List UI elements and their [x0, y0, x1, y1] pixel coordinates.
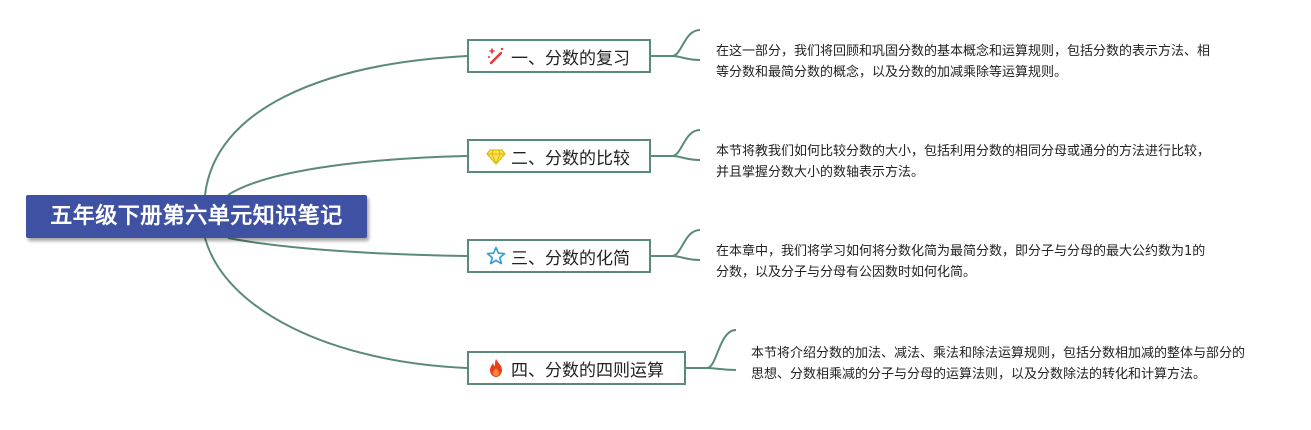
branch-1-description: 在这一部分，我们将回顾和巩固分数的基本概念和运算规则，包括分数的表示方法、相等分…	[716, 44, 1211, 80]
branch-2-to-desc	[651, 129, 701, 161]
branch-fraction-comparison[interactable]: 二、分数的比较	[467, 139, 651, 173]
branch-label: 三、分数的化简	[511, 248, 630, 269]
branch-4-description: 本节将介绍分数的加法、减法、乘法和除法运算规则，包括分数相加减的整体与部分的思想…	[751, 346, 1246, 382]
root-to-branch-3	[227, 237, 468, 257]
branch-2-description: 本节将教我们如何比较分数的大小，包括利用分数的相同分母或通分的方法进行比较，并且…	[716, 144, 1211, 180]
root-topic[interactable]: 五年级下册第六单元知识笔记	[26, 195, 367, 238]
branch-3-description: 在本章中，我们将学习如何将分数化简为最简分数，即分子与分母的最大公约数为1的分数…	[716, 244, 1206, 280]
fire-icon	[485, 357, 507, 379]
branch-label: 一、分数的复习	[511, 48, 630, 69]
magic-wand-icon	[485, 45, 507, 67]
branch-fraction-operations[interactable]: 四、分数的四则运算	[467, 351, 686, 385]
branch-4-to-desc	[686, 329, 737, 371]
star-icon	[485, 245, 507, 267]
branch-1-to-desc	[651, 29, 701, 61]
root-to-branch-1	[204, 55, 468, 196]
diamond-icon	[485, 145, 507, 167]
branch-fraction-simplification[interactable]: 三、分数的化简	[467, 239, 651, 273]
branch-label: 四、分数的四则运算	[511, 360, 664, 381]
root-to-branch-4	[204, 237, 468, 369]
branch-fraction-review[interactable]: 一、分数的复习	[467, 39, 651, 73]
branch-label: 二、分数的比较	[511, 148, 630, 169]
root-to-branch-2	[227, 155, 468, 196]
branch-3-to-desc	[651, 229, 701, 261]
